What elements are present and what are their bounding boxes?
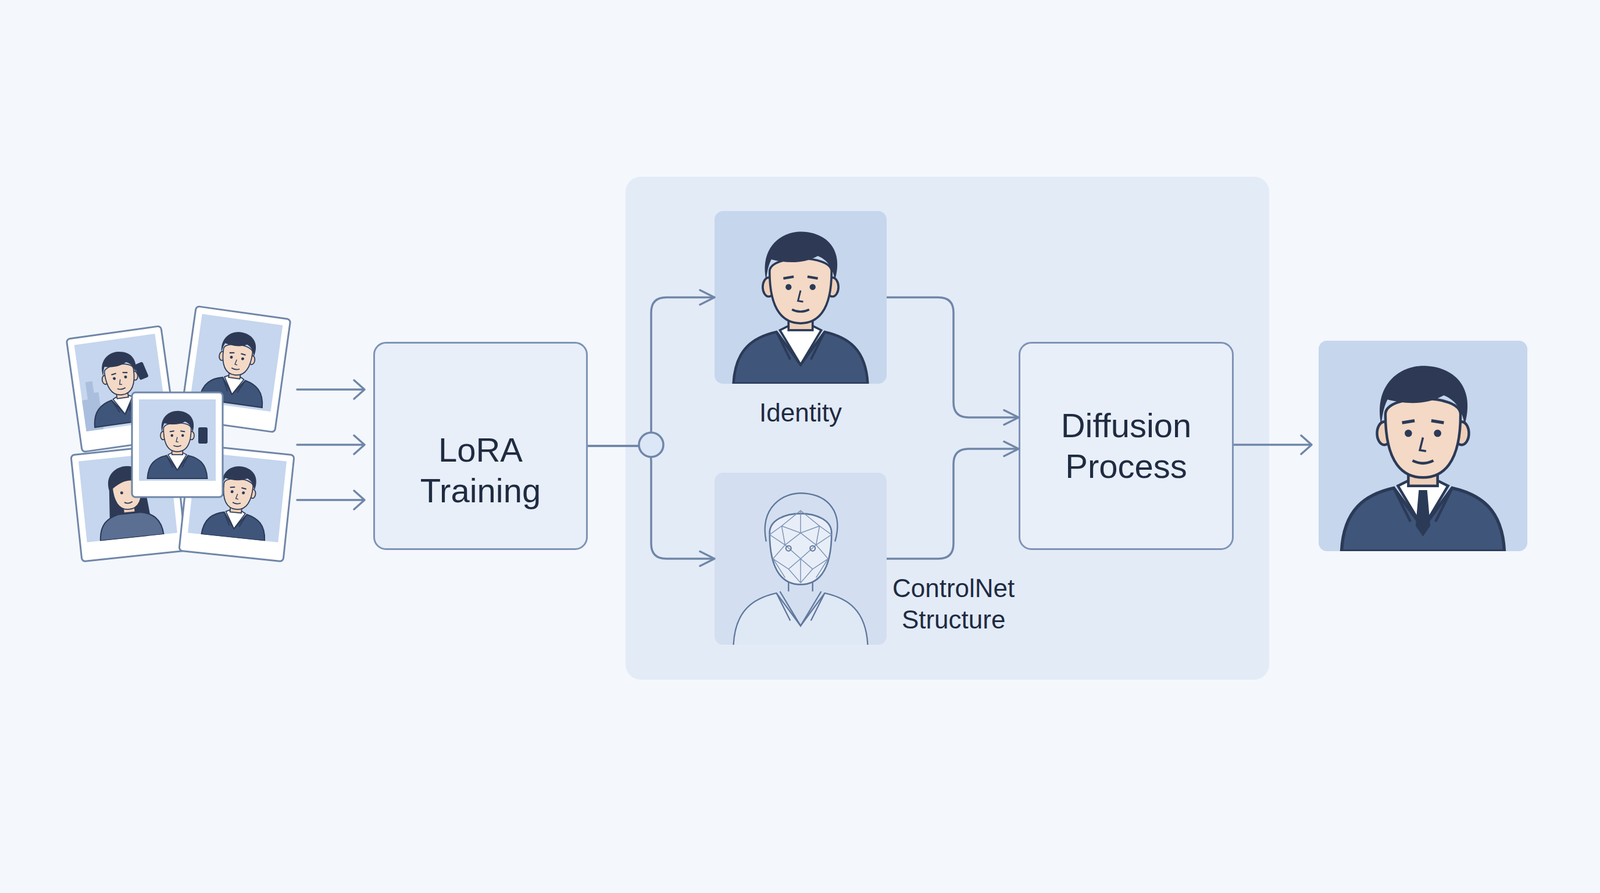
illustration-shape — [131, 392, 223, 498]
illustration-shape — [714, 211, 887, 384]
illustration-shape — [733, 231, 869, 384]
illustration-shape — [138, 399, 216, 481]
illustration-shape — [809, 545, 816, 552]
illustration-shape — [765, 493, 838, 542]
node-label: Identity — [759, 397, 842, 428]
illustration-shape — [714, 472, 887, 645]
illustration-shape — [133, 361, 149, 381]
node-label: LoRA Training — [396, 429, 566, 512]
illustration-shape — [714, 211, 887, 384]
process-box: LoRA Training — [373, 341, 588, 550]
junction-dot — [638, 432, 664, 457]
illustration-shape — [786, 545, 792, 552]
illustration-shape — [297, 490, 365, 510]
illustration-shape — [1318, 340, 1528, 552]
illustration-shape — [769, 510, 832, 583]
illustration-shape — [297, 380, 365, 399]
illustration-shape — [131, 392, 223, 498]
node-label: ControlNet Structure — [892, 572, 1015, 636]
illustration-shape — [297, 435, 365, 455]
illustration-shape — [147, 411, 208, 479]
illustration-shape — [1415, 490, 1431, 537]
image-node: Identity — [714, 211, 887, 384]
illustration-shape — [714, 472, 887, 645]
flow-arrow — [587, 445, 715, 559]
flow-arrow — [886, 448, 1019, 559]
flow-arrow — [886, 297, 1019, 419]
process-box: Diffusion Process — [1018, 341, 1234, 550]
illustration-shape — [733, 593, 869, 645]
illustration-shape — [625, 176, 1270, 680]
illustration-shape — [1341, 365, 1505, 552]
illustration-shape — [1233, 435, 1312, 455]
node-label: Diffusion Process — [1041, 405, 1211, 487]
illustration-shape — [198, 427, 208, 444]
illustration-shape — [1318, 340, 1528, 552]
image-node: ControlNet Structure — [714, 472, 887, 645]
flow-arrow — [587, 297, 715, 447]
